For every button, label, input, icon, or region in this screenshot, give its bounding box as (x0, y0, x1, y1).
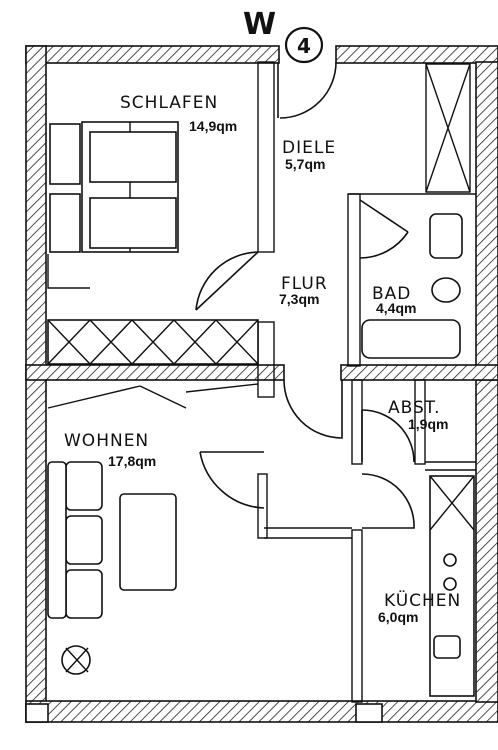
room-name-schlafen: SCHLAFEN (120, 93, 218, 113)
bath-fixtures (361, 63, 471, 359)
room-area-abst: 1,9qm (408, 416, 448, 432)
unit-number: 4 (297, 34, 311, 58)
room-area-bad: 4,4qm (376, 300, 416, 316)
outer-walls (25, 45, 498, 723)
unit-number-circle (284, 26, 324, 64)
room-area-schlafen: 14,9qm (189, 118, 237, 134)
unit-letter: W (243, 7, 276, 42)
interior-walls (25, 61, 498, 703)
room-name-bad: BAD (372, 284, 411, 304)
kitchen-fixtures (429, 475, 475, 697)
room-name-diele: DIELE (282, 138, 336, 158)
room-area-flur: 7,3qm (279, 291, 319, 307)
bedroom-furniture (47, 121, 259, 365)
room-area-wohnen: 17,8qm (108, 453, 156, 469)
room-name-wohnen: WOHNEN (64, 431, 149, 451)
room-name-abst: ABST. (388, 398, 441, 418)
doors (195, 61, 415, 529)
room-area-kuechen: 6,0qm (378, 609, 418, 625)
room-area-diele: 5,7qm (285, 156, 325, 172)
room-name-kuechen: KÜCHEN (384, 589, 461, 611)
room-labels: SCHLAFEN 14,9qm DIELE 5,7qm FLUR 7,3qm B… (64, 93, 461, 625)
room-name-flur: FLUR (281, 274, 328, 294)
living-room-furniture (47, 383, 259, 675)
